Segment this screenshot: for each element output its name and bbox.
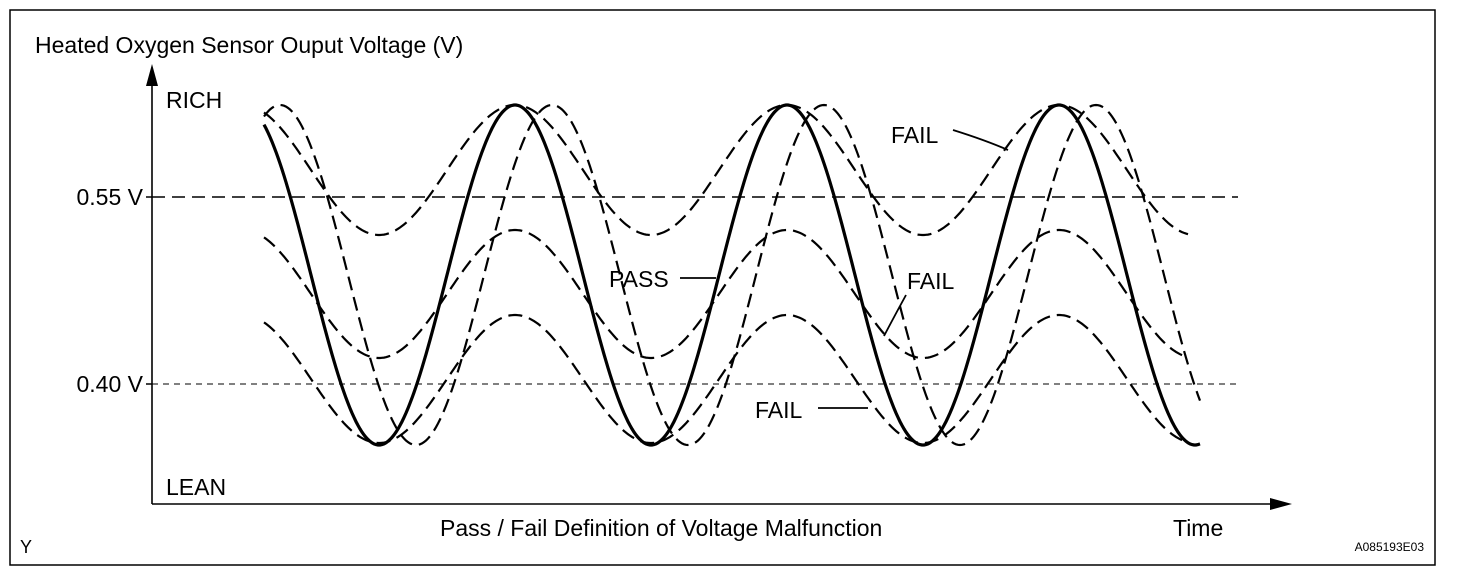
fail-middle-leader (883, 294, 907, 337)
fail-upper-leader (952, 129, 1009, 151)
fail-middle-curve (263, 228, 1189, 360)
fail-shifted-curve (263, 103, 1202, 447)
lean-label: LEAN (166, 474, 226, 500)
figure-frame (9, 9, 1436, 566)
pass-label: PASS (609, 266, 669, 292)
caption: Pass / Fail Definition of Voltage Malfun… (440, 515, 882, 541)
fail-upper-curve (263, 103, 1189, 237)
x-axis-arrow (1270, 498, 1292, 510)
figure-code: A085193E03 (1355, 540, 1425, 554)
x-axis-label: Time (1173, 515, 1223, 541)
fail-middle-label: FAIL (907, 268, 955, 294)
fail-lower-label: FAIL (755, 397, 803, 423)
fail-upper-label: FAIL (891, 122, 939, 148)
tick-label-040: 0.40 V (77, 371, 144, 397)
tick-label-055: 0.55 V (77, 184, 144, 210)
pass-curve (262, 103, 1201, 447)
fail-lower-curve (263, 313, 1189, 445)
chart-title: Heated Oxygen Sensor Ouput Voltage (V) (35, 32, 463, 58)
corner-label: Y (20, 537, 32, 557)
y-axis-arrow (146, 64, 158, 86)
rich-label: RICH (166, 87, 222, 113)
